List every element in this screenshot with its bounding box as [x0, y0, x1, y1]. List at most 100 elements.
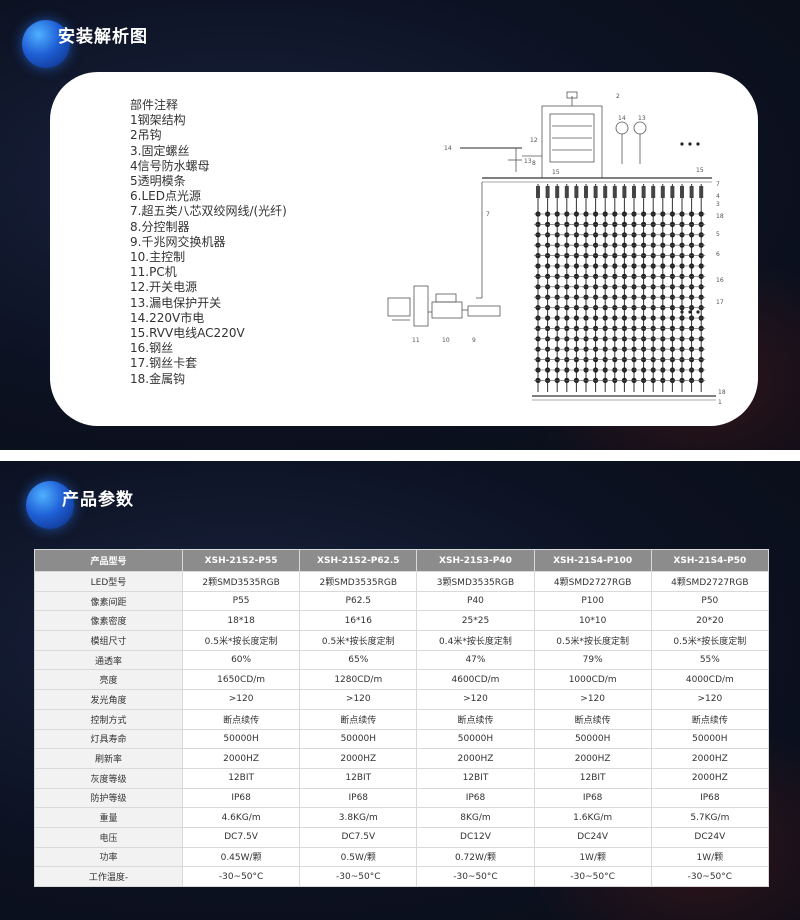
value-cell: 断点续传 [533, 708, 652, 730]
value-cell: 1W/颗 [650, 846, 769, 868]
value-cell: IP68 [650, 787, 769, 809]
value-cell: 65% [299, 649, 418, 671]
value-cell: 16*16 [299, 610, 418, 632]
row-label-cell: 控制方式 [34, 708, 183, 730]
part-item: 15.RVV电线AC220V [130, 326, 245, 341]
value-cell: DC24V [650, 826, 769, 848]
value-cell: -30~50°C [416, 866, 535, 887]
signal-nut [622, 186, 627, 198]
params-title: 产品参数 [62, 490, 134, 510]
value-cell: 1W/颗 [533, 846, 652, 868]
row-label-cell: 通透率 [34, 649, 183, 671]
signal-nut [593, 186, 598, 198]
value-cell: 2颗SMD3535RGB [181, 571, 301, 592]
value-cell: DC24V [533, 826, 652, 848]
install-title: 安装解析图 [58, 27, 148, 47]
value-cell: 20*20 [650, 610, 769, 632]
value-cell: 断点续传 [181, 708, 301, 730]
part-item: 3.固定螺丝 [130, 143, 190, 158]
part-item: 16.钢丝 [130, 341, 174, 356]
ellipsis-dot [688, 142, 692, 146]
led-strip-grid [534, 142, 706, 392]
part-item: 11.PC机 [130, 265, 177, 280]
ellipsis-dot [696, 310, 700, 314]
value-cell: 0.5米*按长度定制 [299, 630, 418, 651]
label-3: 3 [716, 201, 720, 208]
value-cell: 55% [650, 649, 769, 671]
value-cell: 断点续传 [299, 708, 418, 730]
value-cell: >120 [299, 689, 418, 710]
value-cell: P55 [181, 590, 301, 612]
label-13b: 13 [638, 115, 646, 122]
connector-a [615, 121, 629, 135]
signal-nut [660, 186, 665, 198]
value-cell: 3颗SMD3535RGB [416, 571, 535, 592]
value-cell: 0.5米*按长度定制 [181, 630, 301, 651]
installation-diagram: 2 12 14 13 8 15 15 13 14 7 7 4 3 18 5 6 … [387, 91, 726, 406]
pc-monitor [387, 297, 411, 317]
value-cell: 5.7KG/m [650, 807, 769, 828]
install-section: 安装解析图 部件注释 1钢架结构 2吊钩 3.固定螺丝 4信号防水螺母 5透明模… [0, 0, 800, 450]
value-cell: P50 [650, 590, 769, 612]
signal-nut [564, 186, 569, 198]
part-item: 8.分控制器 [130, 219, 190, 234]
row-label-cell: 重量 [34, 807, 183, 828]
label-7b: 7 [716, 181, 720, 188]
header-orb-icon [26, 481, 74, 529]
signal-nut [670, 186, 675, 198]
header-cell: XSH-21S4-P100 [533, 549, 652, 572]
params-table-wrap: 产品型号 XSH-21S2-P55 XSH-21S2-P62.5 XSH-21S… [34, 549, 769, 887]
row-label-cell: 刷新率 [34, 748, 183, 769]
value-cell: P62.5 [299, 590, 418, 612]
value-cell: -30~50°C [299, 866, 418, 887]
parts-heading: 部件注释 [130, 98, 179, 112]
value-cell: >120 [181, 689, 301, 710]
header-cell: XSH-21S2-P62.5 [299, 549, 418, 572]
value-cell: 4000CD/m [650, 669, 769, 691]
label-16: 16 [716, 277, 724, 284]
value-cell: 0.5米*按长度定制 [650, 630, 769, 651]
header-cell: 产品型号 [34, 549, 183, 572]
row-label-cell: LED型号 [34, 571, 183, 592]
part-item: 1钢架结构 [130, 113, 186, 128]
control-box [541, 105, 603, 179]
table-row: 工作温度--30~50°C-30~50°C-30~50°C-30~50°C-30… [34, 866, 769, 887]
signal-nut [689, 186, 694, 198]
label-1: 1 [718, 399, 722, 406]
value-cell: 0.5米*按长度定制 [533, 630, 652, 651]
signal-nut [603, 186, 608, 198]
signal-nut [574, 186, 579, 198]
value-cell: P100 [533, 590, 652, 612]
value-cell: 2000HZ [416, 748, 535, 769]
table-row: 控制方式断点续传断点续传断点续传断点续传断点续传 [34, 708, 769, 730]
row-label-cell: 功率 [34, 846, 183, 868]
value-cell: 50000H [299, 728, 418, 750]
value-cell: -30~50°C [533, 866, 652, 887]
value-cell: 3.8KG/m [299, 807, 418, 828]
part-item: 2吊钩 [130, 128, 162, 143]
header-orb-icon [22, 20, 70, 68]
label-2: 2 [616, 93, 620, 100]
row-label-cell: 亮度 [34, 669, 183, 691]
value-cell: >120 [533, 689, 652, 710]
connector-b [633, 121, 647, 135]
part-item: 4信号防水螺母 [130, 158, 210, 173]
value-cell: 0.5W/颗 [299, 846, 418, 868]
value-cell: 50000H [533, 728, 652, 750]
row-label-cell: 灰度等级 [34, 767, 183, 789]
value-cell: 断点续传 [416, 708, 535, 730]
ellipsis-dot [680, 142, 684, 146]
value-cell: >120 [650, 689, 769, 710]
value-cell: IP68 [181, 787, 301, 809]
part-item: 12.开关电源 [130, 280, 198, 295]
value-cell: 1650CD/m [181, 669, 301, 691]
part-item: 14.220V市电 [130, 310, 205, 325]
pc-tower [413, 285, 429, 327]
